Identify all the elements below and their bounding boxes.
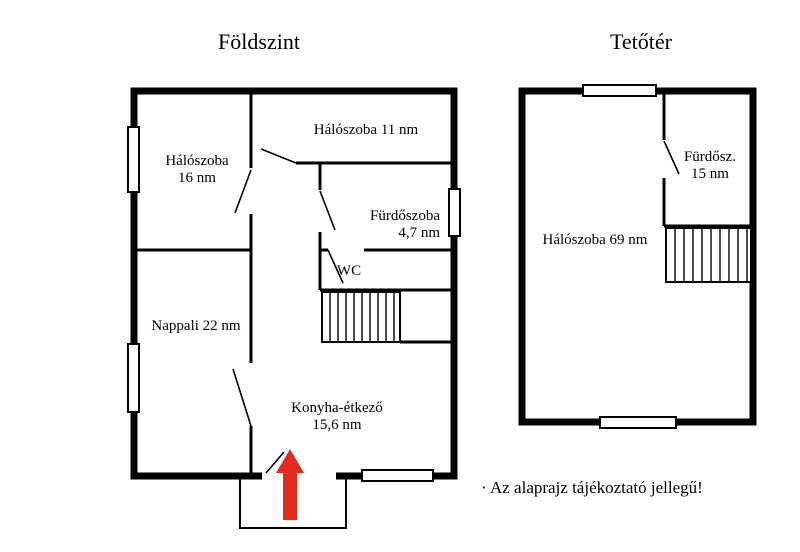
entrance-arrow-icon (276, 449, 304, 520)
ground-door-swings (232, 148, 344, 474)
attic-door-swing (663, 140, 680, 175)
room-label-bathroom: Fürdőszoba 4,7 nm (370, 208, 440, 241)
ground-floor-title: Földszint (218, 29, 300, 54)
attic-title: Tetőtér (610, 29, 672, 54)
window (361, 469, 434, 482)
window (127, 126, 140, 193)
attic-interior-walls (662, 91, 753, 228)
room-label-attic-bathroom: Fürdősz. 15 nm (683, 149, 737, 182)
attic-plan (518, 84, 757, 429)
window (127, 343, 140, 413)
window (599, 416, 677, 429)
room-label-bedroom-11: Hálószoba 11 nm (313, 122, 419, 138)
ground-stairs (321, 291, 401, 343)
ground-interior-walls (134, 91, 454, 474)
entrance-porch (239, 479, 347, 529)
attic-stairs (665, 227, 752, 283)
room-label-living-room: Nappali 22 nm (151, 318, 241, 334)
room-label-bedroom-16: Hálószoba 16 nm (165, 153, 229, 186)
entrance-opening (262, 470, 336, 480)
ground-floor-plan (127, 87, 461, 529)
room-label-kitchen-dining: Konyha-étkező 15,6 nm (291, 400, 383, 433)
room-label-wc: WC (336, 263, 362, 279)
window (448, 188, 461, 237)
room-label-attic-bedroom: Hálószoba 69 nm (542, 232, 648, 248)
disclaimer-note: · Az alaprajz tájékoztató jellegű! (481, 478, 703, 497)
window (582, 84, 657, 97)
